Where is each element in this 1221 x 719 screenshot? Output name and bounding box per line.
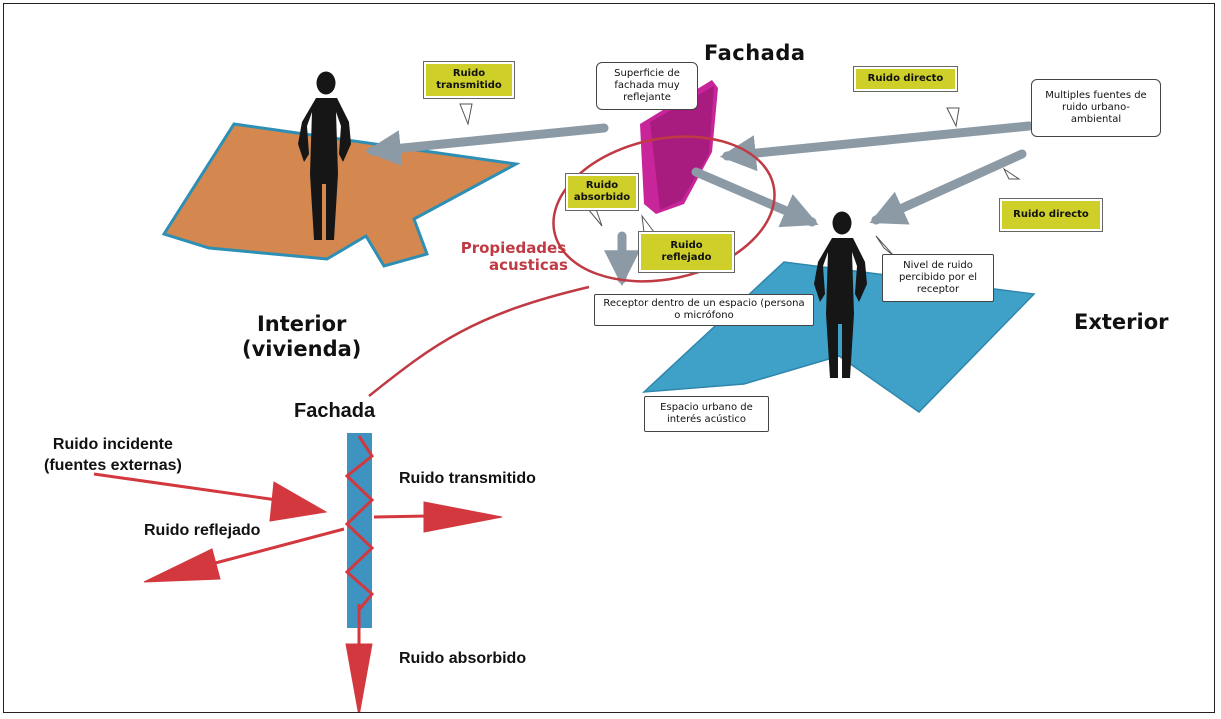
callout-receiver-inside: Receptor dentro de un espacio (persona o… [594, 294, 814, 326]
arrow-direct-facade [719, 121, 1034, 172]
zoom-connector-line [368, 285, 590, 397]
arrow-transmitted [364, 123, 609, 167]
acoustic-properties-label: Propiedades acusticas [459, 240, 568, 274]
callout-reflected: Ruido reflejado [638, 231, 735, 273]
callout-absorbed: Ruido absorbido [565, 173, 639, 211]
diagram-canvas [93, 71, 1036, 712]
acoustic-properties-line1: Propiedades [460, 239, 567, 257]
acoustic-properties-line2: acusticas [489, 256, 568, 274]
callout-urban-space: Espacio urbano de interés acústico [644, 396, 769, 432]
callout-direct-top: Ruido directo [853, 66, 958, 92]
exterior-label: Exterior [1074, 310, 1169, 334]
facade-shape [640, 80, 718, 214]
callout-multiple-sources: Multiples fuentes de ruido urbano-ambien… [1031, 79, 1161, 137]
exterior-person-icon [814, 211, 867, 378]
arrow-direct-receiver [869, 149, 1027, 225]
callout-tails [459, 103, 1021, 257]
absorption-zigzag [344, 435, 375, 611]
interior-label: Interior (vivienda) [242, 312, 361, 362]
diagram-frame: Fachada Interior (vivienda) Exterior Pro… [3, 3, 1215, 713]
facade-title-bottom: Fachada [294, 400, 376, 422]
callout-facade-surface: Superficie de fachada muy reflejante [596, 62, 698, 110]
interior-label-line1: Interior [256, 312, 347, 336]
callout-direct-right: Ruido directo [999, 198, 1103, 232]
callout-receiver-level: Nivel de ruido percibido por el receptor [882, 254, 994, 302]
interior-label-line2: (vivienda) [242, 337, 362, 361]
callout-transmitted: Ruido transmitido [423, 61, 515, 99]
incident-noise-label: Ruido incidente (fuentes externas) [44, 434, 182, 476]
absorbed-noise-label: Ruido absorbido [399, 650, 527, 667]
facade-title-top: Fachada [704, 41, 806, 65]
interior-person-icon [298, 71, 351, 240]
incident-line1: Ruido incidente [52, 436, 173, 453]
reflected-noise-label: Ruido reflejado [144, 522, 261, 539]
incident-line2: (fuentes externas) [44, 457, 182, 474]
transmitted-noise-label: Ruido transmitido [399, 470, 536, 487]
red-arrows [93, 472, 503, 712]
arrow-reflected [691, 167, 819, 228]
noise-arrows [364, 121, 1034, 287]
acoustic-properties-ellipse [552, 135, 776, 283]
